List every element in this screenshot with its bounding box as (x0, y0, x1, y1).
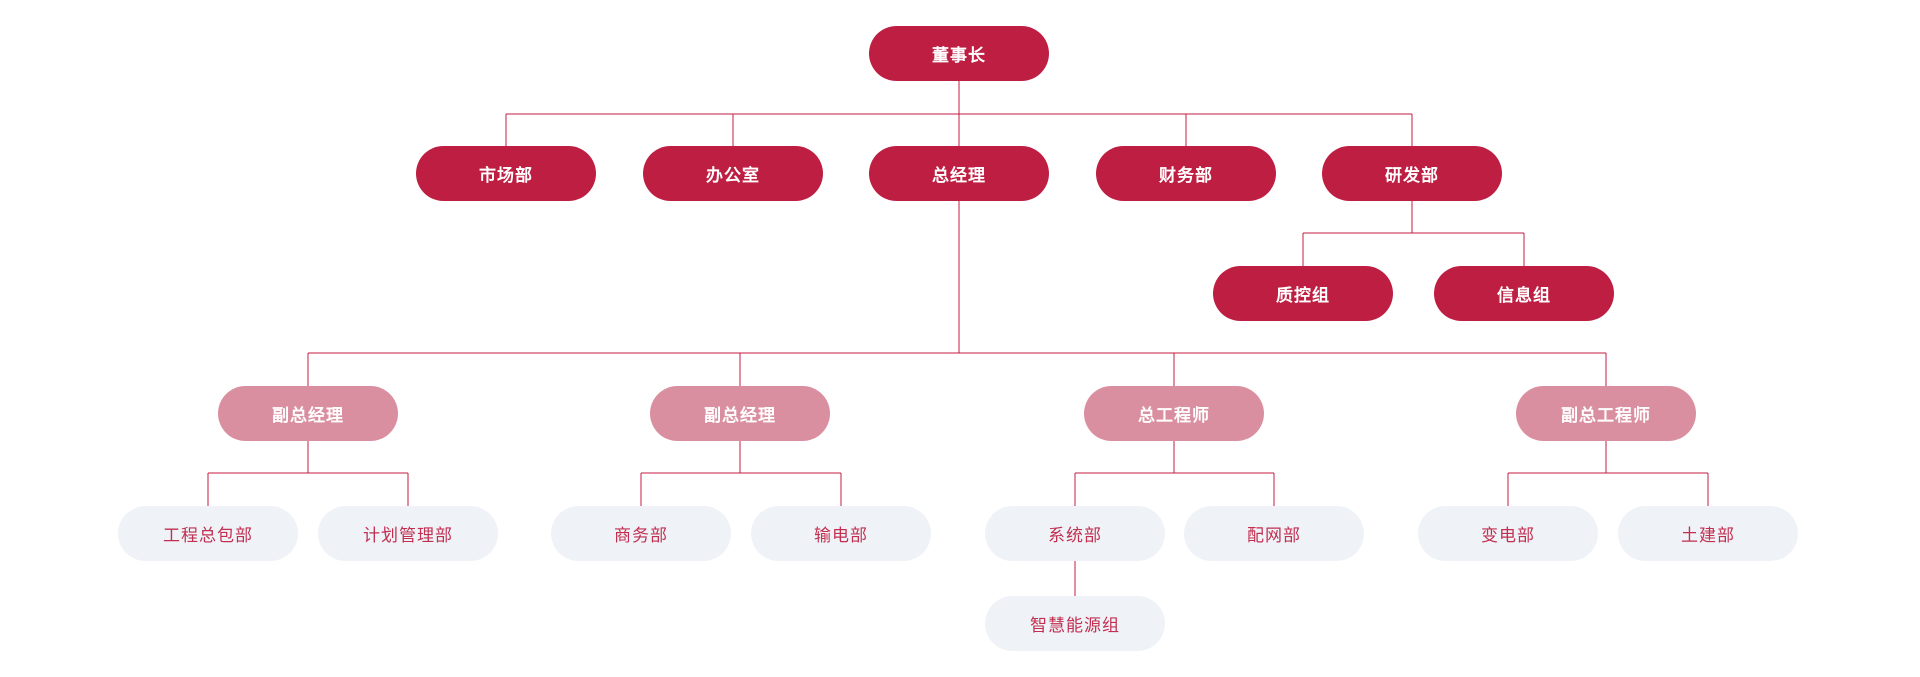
connector-deputy-chief-engineer-children (1507, 441, 1709, 506)
connector-rnd-children (1302, 201, 1525, 266)
org-node-deputy-chief-engineer: 副总工程师 (1516, 386, 1696, 441)
org-node-quality-control: 质控组 (1213, 266, 1393, 321)
org-node-office: 办公室 (643, 146, 823, 201)
org-node-epc: 工程总包部 (118, 506, 298, 561)
org-node-smart-energy: 智慧能源组 (985, 596, 1165, 651)
org-node-marketing: 市场部 (416, 146, 596, 201)
org-node-deputy-gm-2: 副总经理 (650, 386, 830, 441)
org-node-distribution: 配网部 (1184, 506, 1364, 561)
org-node-chief-engineer: 总工程师 (1084, 386, 1264, 441)
org-node-planning: 计划管理部 (318, 506, 498, 561)
org-node-rnd: 研发部 (1322, 146, 1502, 201)
org-node-deputy-gm-1: 副总经理 (218, 386, 398, 441)
connector-deputy-gm-2-children (640, 441, 842, 506)
org-node-commerce: 商务部 (551, 506, 731, 561)
connector-general-manager-children (307, 201, 1607, 386)
org-node-general-manager: 总经理 (869, 146, 1049, 201)
org-node-finance: 财务部 (1096, 146, 1276, 201)
org-node-civil: 土建部 (1618, 506, 1798, 561)
org-node-transmission: 输电部 (751, 506, 931, 561)
org-node-substation: 变电部 (1418, 506, 1598, 561)
org-node-information: 信息组 (1434, 266, 1614, 321)
connector-chairman-children (505, 81, 1413, 146)
connector-deputy-gm-1-children (207, 441, 409, 506)
connector-chief-engineer-children (1074, 441, 1275, 506)
org-node-systems: 系统部 (985, 506, 1165, 561)
org-node-chairman: 董事长 (869, 26, 1049, 81)
